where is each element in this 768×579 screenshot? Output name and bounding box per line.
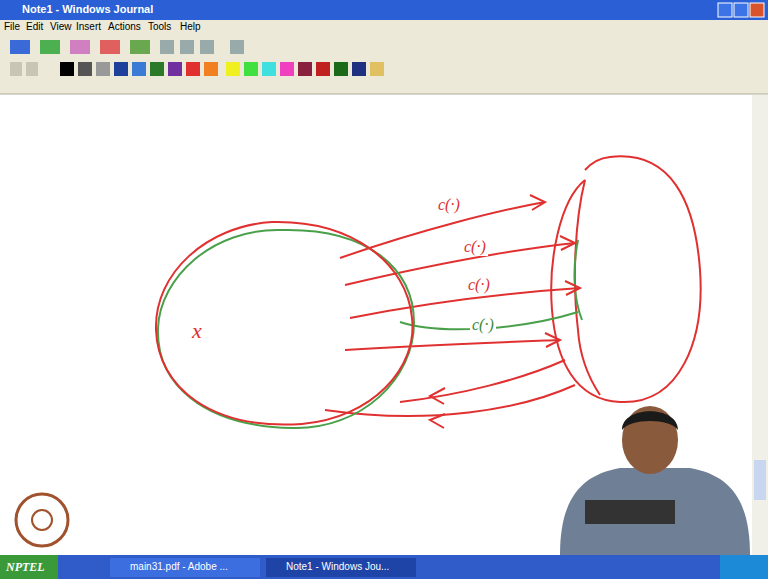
- start-button: NPTEL: [6, 560, 45, 575]
- blob-label: x: [192, 318, 202, 344]
- menu-item: View: [50, 21, 72, 32]
- menu-item: Tools: [148, 21, 171, 32]
- arrow-label: c(·): [470, 316, 496, 334]
- arrow-label: c(·): [462, 238, 488, 256]
- taskbar-item: Note1 - Windows Jou...: [286, 561, 389, 572]
- arrow-label: c(·): [466, 276, 492, 294]
- menu-item: Help: [180, 21, 201, 32]
- menu-item: Insert: [76, 21, 101, 32]
- menu-item: Edit: [26, 21, 43, 32]
- taskbar-item: main31.pdf - Adobe ...: [130, 561, 228, 572]
- menu-item: File: [4, 21, 20, 32]
- arrow-label: c(·): [436, 196, 462, 214]
- menu-item: Actions: [108, 21, 141, 32]
- set-blob: x: [152, 218, 420, 432]
- window-title: Note1 - Windows Journal: [22, 3, 153, 15]
